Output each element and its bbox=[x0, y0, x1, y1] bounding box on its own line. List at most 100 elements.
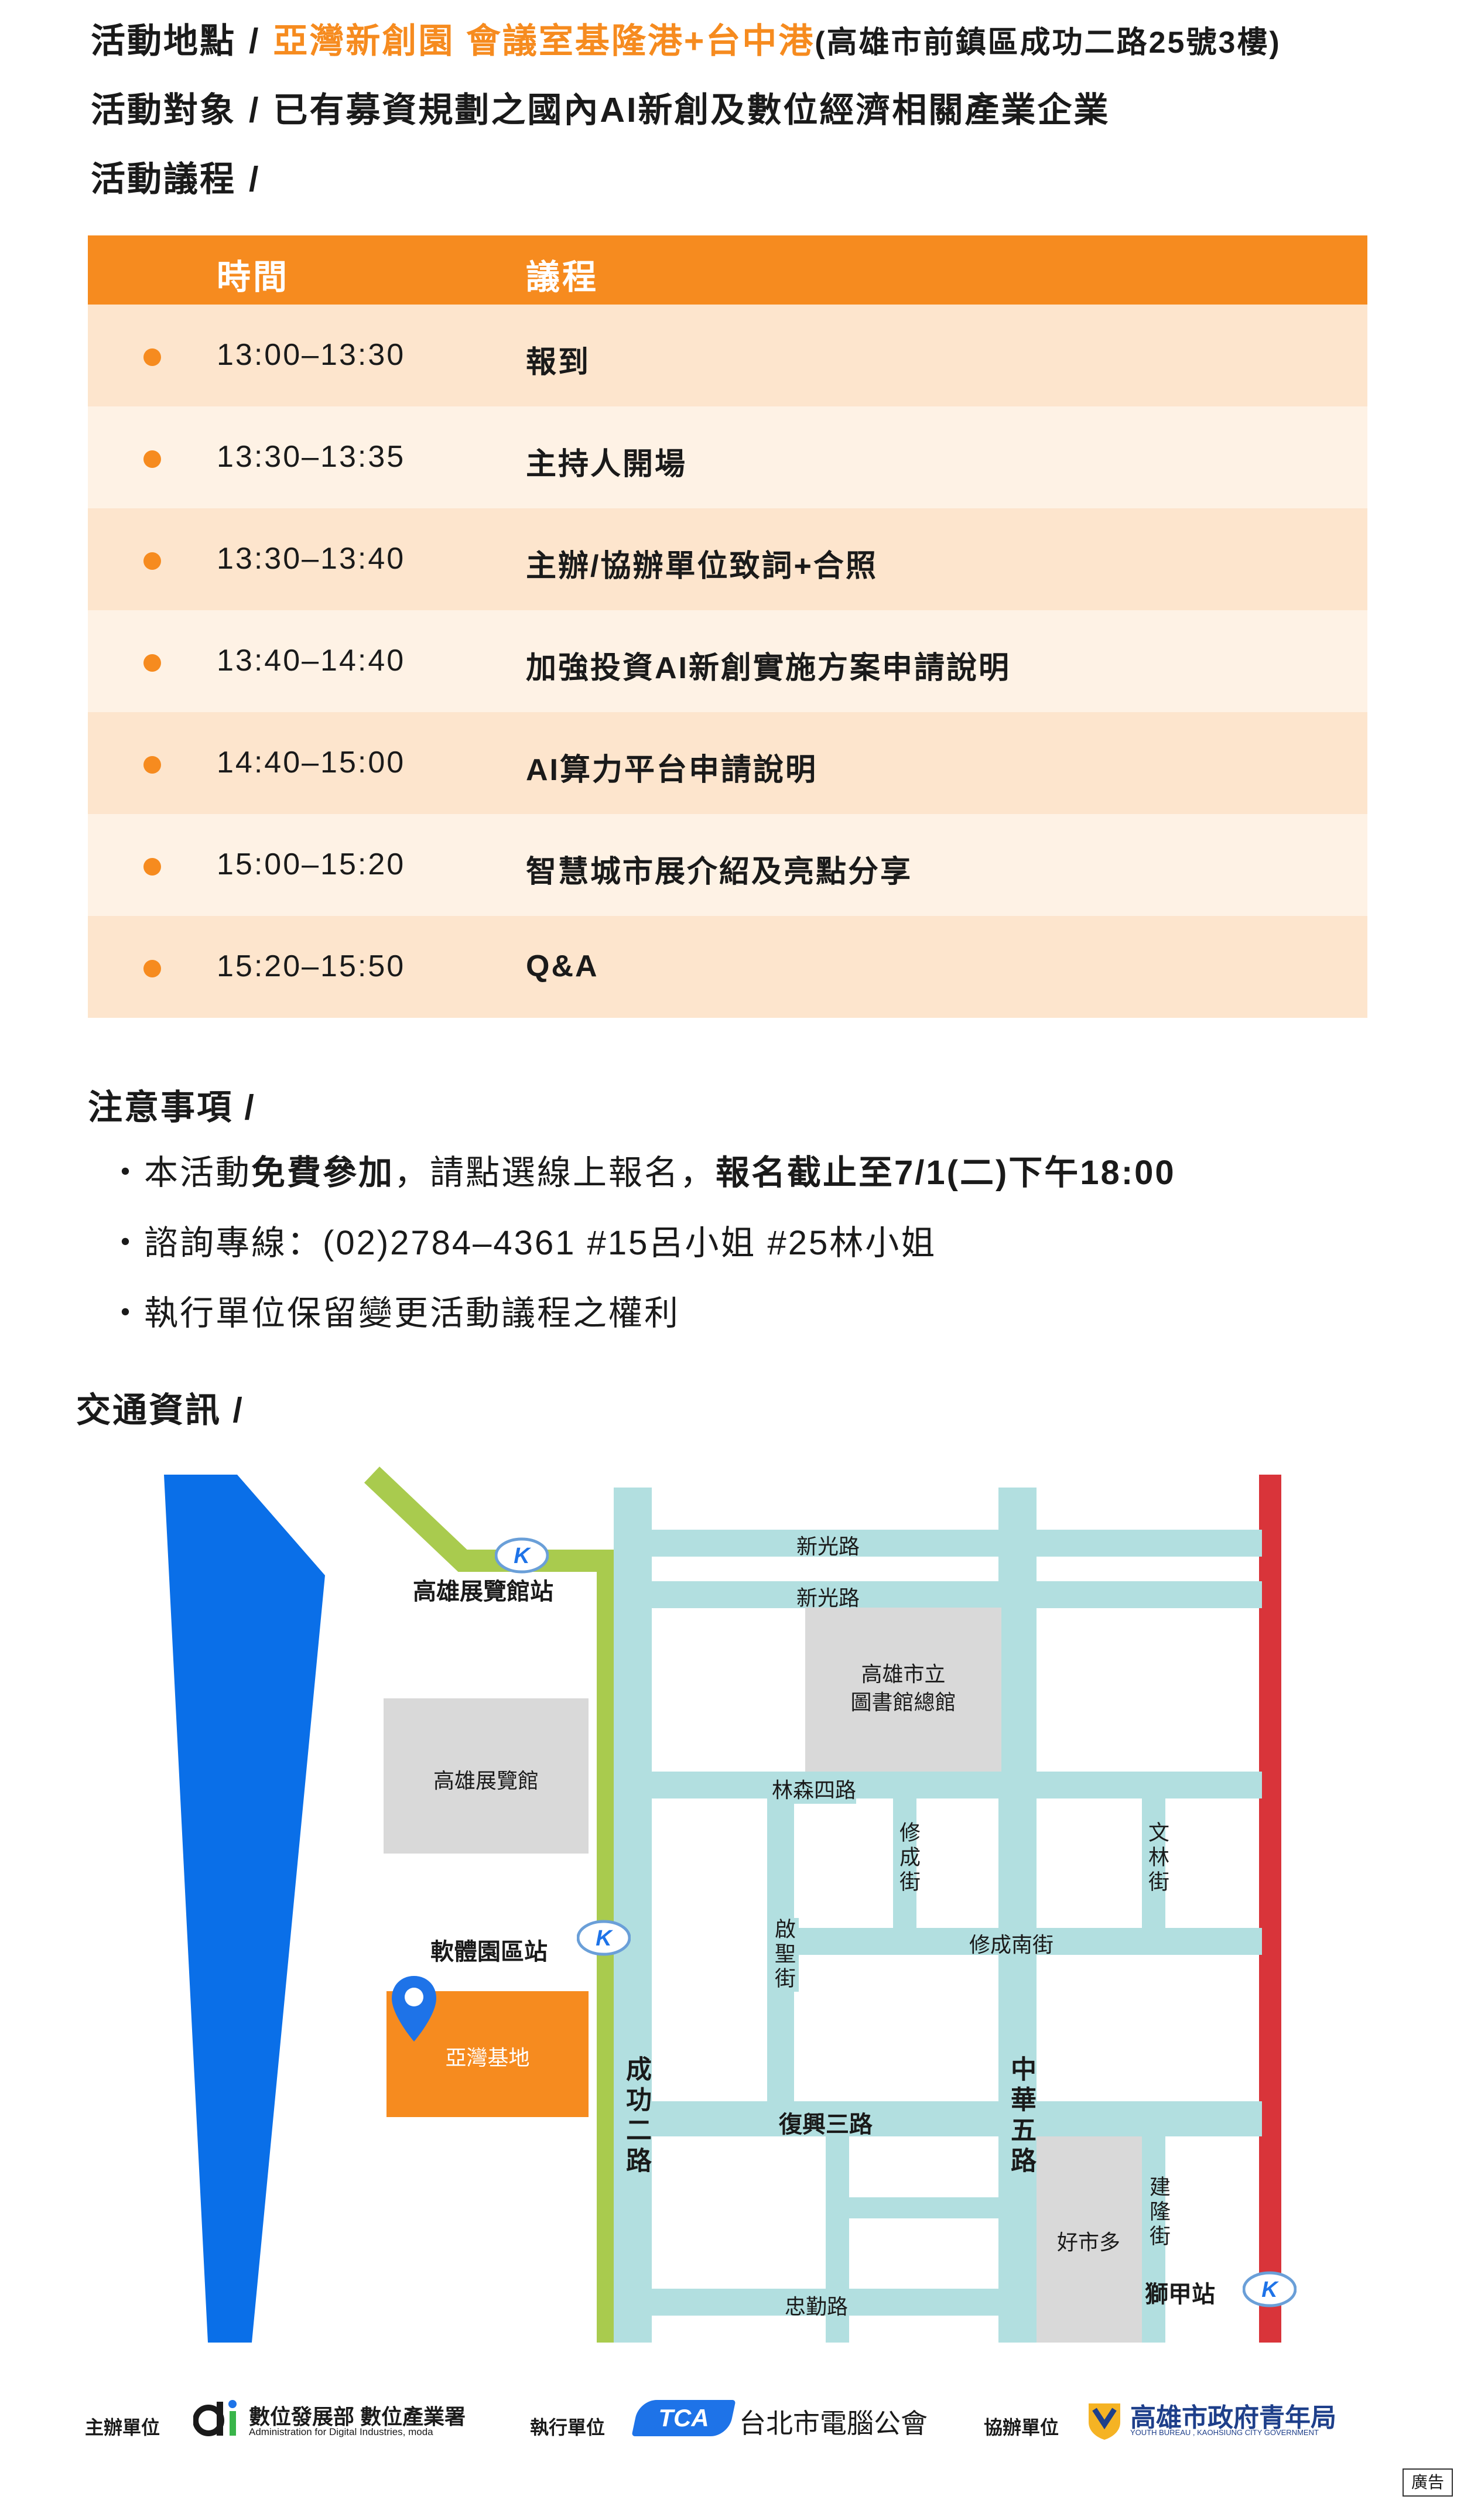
agenda-topic: Q&A bbox=[526, 949, 599, 983]
organizer-label: 主辦單位 bbox=[85, 2417, 160, 2438]
agenda-row: 14:40–15:00 AI算力平台申請說明 bbox=[88, 712, 1367, 814]
exhibition-block bbox=[384, 1698, 589, 1854]
note-rights: ・執行單位保留變更活動議程之權利 bbox=[108, 1294, 680, 1332]
station-exhibition-label: 高雄展覽館站 bbox=[413, 1579, 553, 1605]
road-xinguang-2 bbox=[650, 1581, 1262, 1608]
note-free: 免費參加 bbox=[251, 1154, 395, 1192]
exhibition-hall-label: 高雄展覽館 bbox=[433, 1769, 539, 1793]
venue-label: 活動地點 bbox=[91, 22, 237, 60]
road-fuxing-label: 復興三路 bbox=[779, 2112, 873, 2138]
timeline-dot bbox=[143, 654, 161, 672]
agenda-line: 活動議程 / bbox=[91, 151, 273, 201]
sea-area bbox=[164, 1475, 325, 2343]
road-zhongqin-label: 忠勤路 bbox=[785, 2295, 849, 2319]
traffic-title: 交通資訊 / bbox=[76, 1391, 244, 1430]
agenda-topic: 加強投資AI新創實施方案申請說明 bbox=[526, 651, 1011, 685]
agenda-topic: 主持人開場 bbox=[526, 447, 687, 481]
road-xiuchengnan bbox=[793, 1928, 1262, 1955]
agenda-time: 13:00–13:30 bbox=[217, 338, 406, 372]
co-organizer-en: YOUTH BUREAU , KAOHSIUNG CITY GOVERNMENT bbox=[1130, 2428, 1319, 2437]
agenda-topic: 智慧城市展介紹及亮點分享 bbox=[526, 855, 913, 889]
road-linsen-label: 林森四路 bbox=[772, 1773, 857, 1804]
agenda-row: 15:00–15:20 智慧城市展介紹及亮點分享 bbox=[88, 814, 1367, 916]
agenda-table: 時間 議程 13:00–13:30 報到 13:30–13:35 主持人開場 13:… bbox=[88, 235, 1367, 1018]
station-shijia-label: 獅甲站 bbox=[1145, 2282, 1215, 2307]
library-label: 高雄市立 圖書館總館 bbox=[850, 1662, 956, 1714]
note-registration: ・本活動免費參加，請點選線上報名，報名截止至7/1(二)下午18:00 bbox=[108, 1145, 1176, 1194]
co-organizer-label: 協辦單位 bbox=[984, 2417, 1059, 2438]
road-jianlong-label: 建隆街 bbox=[1147, 2176, 1171, 2249]
costco-label: 好市多 bbox=[1057, 2230, 1121, 2254]
timeline-dot bbox=[143, 348, 161, 366]
agenda-label: 活動議程 bbox=[91, 160, 237, 199]
svg-text:K: K bbox=[1261, 2278, 1279, 2302]
agenda-topic: 報到 bbox=[526, 346, 591, 379]
road-xinguang-label: 新光路 bbox=[796, 1586, 860, 1610]
timeline-dot bbox=[143, 858, 161, 876]
note-text: ・本活動 bbox=[108, 1154, 252, 1192]
co-organizer-name: 高雄市政府青年局 bbox=[1130, 2403, 1336, 2432]
timeline-dot bbox=[143, 960, 161, 977]
header-topic: 議程 bbox=[526, 258, 599, 296]
agenda-time: 15:00–15:20 bbox=[217, 847, 406, 881]
road-wenlin-label: 文林街 bbox=[1145, 1821, 1169, 1895]
agenda-time: 13:30–13:40 bbox=[217, 542, 406, 576]
agenda-time: 13:30–13:35 bbox=[217, 440, 406, 474]
timeline-dot bbox=[143, 756, 161, 774]
road-wenlin bbox=[1142, 1798, 1165, 1933]
audience-label: 活動對象 bbox=[91, 91, 237, 129]
agenda-time: 15:20–15:50 bbox=[217, 949, 406, 983]
metro-k-icon: K bbox=[495, 1537, 549, 1574]
agenda-header: 時間 議程 bbox=[88, 235, 1367, 305]
transport-map: K K K 高雄展覽館站 軟體園區站 獅甲站 新光路 新光路 高雄市立 圖書館總… bbox=[0, 1464, 1464, 2354]
road-zhongqin bbox=[650, 2289, 1001, 2316]
road-minor-2 bbox=[849, 2197, 1001, 2218]
moda-logo-icon bbox=[193, 2400, 237, 2436]
agenda-row: 13:30–13:40 主辦/協辦單位致詞+合照 bbox=[88, 508, 1367, 610]
slash: / bbox=[249, 91, 261, 129]
road-qisheng-label: 啟聖街 bbox=[768, 1918, 799, 1992]
ad-badge: 廣告 bbox=[1403, 2468, 1453, 2497]
tca-logo: TCA bbox=[631, 2400, 736, 2436]
venue-line: 活動地點/亞灣新創園 會議室基隆港+台中港(高雄市前鎮區成功二路25號3樓) bbox=[91, 13, 1281, 63]
note-deadline: 報名截止至7/1(二)下午18:00 bbox=[716, 1154, 1176, 1192]
road-zhonghua-label: 中華五路 bbox=[1007, 2056, 1035, 2177]
executor-label: 執行單位 bbox=[530, 2417, 606, 2438]
venue-value: 亞灣新創園 會議室基隆港+台中港 bbox=[273, 22, 815, 60]
road-zhonghua bbox=[998, 1488, 1037, 2343]
timeline-dot bbox=[143, 450, 161, 468]
road-jianlong bbox=[1142, 2135, 1165, 2343]
tca-logo-text: TCA bbox=[658, 2404, 709, 2432]
organizer-en: Administration for Digital Industries, m… bbox=[249, 2426, 433, 2437]
agenda-row: 13:00–13:30 報到 bbox=[88, 305, 1367, 406]
agenda-topic: AI算力平台申請說明 bbox=[526, 753, 818, 787]
location-pin-icon bbox=[392, 1976, 436, 2042]
audience-line: 活動對象 / 已有募資規劃之國內AI新創及數位經濟相關產業企業 bbox=[91, 82, 1110, 132]
slash: / bbox=[249, 22, 261, 60]
note-contact: ・諮詢專線：(02)2784–4361 #15呂小姐 #25林小姐 bbox=[108, 1224, 937, 1262]
road-xinguang-label: 新光路 bbox=[796, 1534, 860, 1558]
red-line bbox=[1259, 1475, 1281, 2343]
svg-text:K: K bbox=[514, 1544, 531, 1568]
agenda-row: 13:30–13:35 主持人開場 bbox=[88, 406, 1367, 508]
agenda-time: 14:40–15:00 bbox=[217, 746, 406, 779]
metro-k-icon: K bbox=[577, 1920, 631, 1956]
road-xinguang-1 bbox=[650, 1530, 1262, 1557]
audience-value: 已有募資規劃之國內AI新創及數位經濟相關產業企業 bbox=[273, 91, 1110, 129]
road-chenggong bbox=[614, 1488, 652, 2343]
slash: / bbox=[249, 160, 261, 199]
youth-bureau-shield-icon bbox=[1089, 2403, 1120, 2440]
notes-title: 注意事項 / bbox=[88, 1088, 256, 1127]
road-linsen bbox=[650, 1772, 1262, 1798]
header-time: 時間 bbox=[217, 258, 290, 296]
road-chenggong-label: 成功二路 bbox=[622, 2056, 651, 2177]
agenda-topic: 主辦/協辦單位致詞+合照 bbox=[526, 549, 878, 583]
timeline-dot bbox=[143, 552, 161, 570]
station-software-label: 軟體園區站 bbox=[430, 1939, 548, 1965]
road-xiucheng bbox=[893, 1798, 916, 1933]
agenda-time: 13:40–14:40 bbox=[217, 644, 406, 678]
agenda-row: 15:20–15:50 Q&A bbox=[88, 916, 1367, 1018]
library-block bbox=[805, 1608, 1001, 1772]
svg-text:K: K bbox=[596, 1926, 613, 1951]
road-xiuchengnan-label: 修成南街 bbox=[969, 1933, 1054, 1957]
